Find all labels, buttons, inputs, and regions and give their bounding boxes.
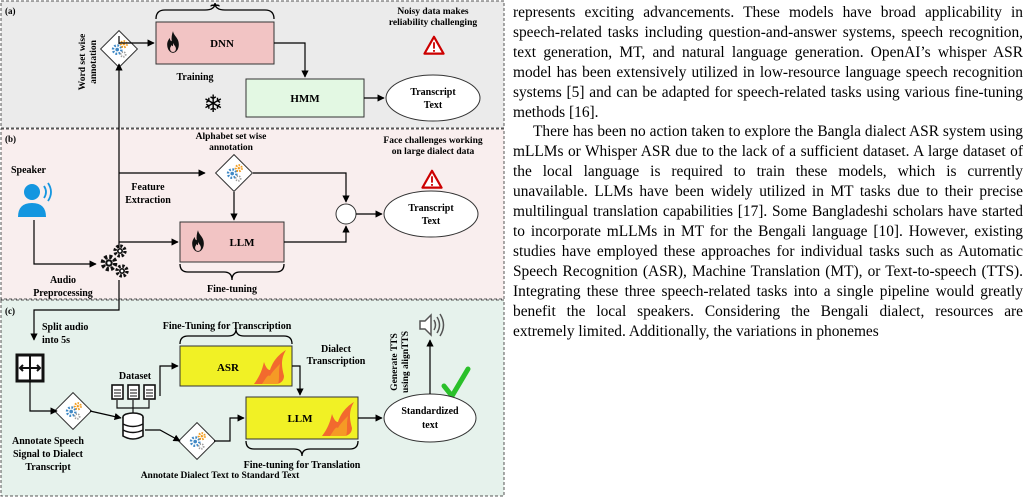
- annotate-dialect-diamond: [177, 421, 217, 461]
- transcript-b-ellipse: [383, 190, 479, 238]
- standardized-line-2: text: [422, 420, 439, 431]
- standardized-ellipse: [383, 393, 477, 443]
- warning-a-line-1: Noisy data makes: [397, 7, 469, 17]
- annotate-dialect-label: Annotate Dialect Text to Standard Text: [141, 471, 300, 481]
- ft-translation-label: Fine-tuning for Translation: [244, 460, 361, 471]
- dialect-line-2: Transcription: [307, 356, 366, 367]
- annotate-speech-line-2: Signal to Dialect: [13, 449, 84, 460]
- transcript-a-ellipse: [385, 74, 481, 122]
- tts-line-2: using alignTTS: [401, 331, 411, 393]
- arrow-alphabet-to-merge: [253, 172, 350, 203]
- alphabet-diamond: [214, 153, 254, 193]
- audio-line-1: Audio: [50, 275, 76, 286]
- brace-asr: [179, 328, 293, 345]
- alphabet-line-1: Alphabet set wise: [196, 132, 267, 142]
- dnn-label: DNN: [210, 38, 234, 50]
- arrow-speaker-to-audio: [33, 220, 97, 268]
- annotate-speech-line-1: Annotate Speech: [12, 436, 84, 447]
- dialect-line-1: Dialect: [321, 344, 352, 355]
- arrow-db-to-annot-dialect: [145, 429, 181, 442]
- dataset-label: Dataset: [119, 371, 152, 382]
- llm-b-label: LLM: [229, 237, 255, 249]
- merge-node: [335, 203, 357, 225]
- tts-line-1: Generate TTS: [390, 333, 400, 391]
- arrow-asr-to-llm: [292, 365, 304, 396]
- llm-c-label: LLM: [287, 413, 313, 425]
- annotation-a-line-2: annotation: [89, 39, 99, 84]
- warning-b-line-2: on large dialect data: [392, 147, 475, 157]
- arrow-dnn-to-hmm: [274, 42, 309, 78]
- split-line-1: Split audio: [42, 322, 88, 333]
- alphabet-line-2: annotation: [209, 143, 254, 153]
- llm-b-box: [179, 221, 285, 263]
- snowflake-icon: ❄: [203, 90, 223, 118]
- audio-line-2: Preprocessing: [33, 288, 93, 299]
- panel-b-tag: (b): [5, 134, 16, 144]
- transcript-a-line-2: Text: [424, 100, 443, 111]
- body-text-column: represents exciting advancements. These …: [513, 3, 1023, 341]
- arrow-split-to-annotate: [29, 381, 58, 415]
- arrow-db-to-asr: [159, 362, 179, 396]
- annotation-a-diamond: [99, 29, 139, 69]
- split-icon: [15, 353, 45, 383]
- brace-dnn: [155, 2, 275, 20]
- finetuning-label: Fine-tuning: [207, 284, 257, 295]
- paragraph-2: There has been no action taken to explor…: [513, 123, 1023, 340]
- training-label: Training: [176, 72, 213, 83]
- arrow-annotate-to-db: [89, 410, 122, 421]
- annotation-a-line-1: Word set wise: [78, 34, 88, 90]
- speaker-volume-icon: [419, 313, 445, 337]
- arrow-annot-dialect-to-llm: [214, 414, 245, 442]
- feature-line-2: Extraction: [125, 195, 171, 206]
- speaker-icon: [18, 182, 52, 217]
- arrow-audio-to-split: [30, 280, 120, 341]
- brace-a: ⏞: [210, 3, 220, 22]
- transcript-b-line-2: Text: [422, 216, 441, 227]
- asr-label: ASR: [217, 362, 240, 374]
- arrow-annot-to-dnn: [118, 36, 154, 44]
- pipeline-figure: (a) Noisy data makes reliability challen…: [0, 0, 505, 500]
- hmm-label: HMM: [290, 93, 320, 105]
- transcript-b-line-1: Transcript: [408, 203, 454, 214]
- annotate-speech-line-3: Transcript: [25, 462, 71, 473]
- warning-b-line-1: Face challenges working: [383, 136, 482, 146]
- document-icon: [111, 384, 156, 413]
- feature-line-1: Feature: [131, 182, 165, 193]
- panel-a-tag: (a): [5, 6, 16, 16]
- ft-transcription-label: Fine-Tuning for Transcription: [163, 321, 292, 332]
- standardized-line-1: Standardized: [401, 406, 459, 417]
- panel-c-tag: (c): [5, 306, 15, 316]
- split-line-2: into 5s: [42, 335, 70, 346]
- database-icon: [122, 412, 144, 440]
- checkmark-icon: [441, 366, 471, 399]
- arrow-llm-to-merge: [284, 225, 350, 243]
- warning-a-line-2: reliability challenging: [389, 18, 477, 28]
- annotate-speech-diamond: [53, 391, 93, 431]
- speaker-label: Speaker: [11, 165, 47, 176]
- transcript-a-line-1: Transcript: [410, 87, 456, 98]
- paragraph-1: represents exciting advancements. These …: [513, 4, 1023, 121]
- brace-llm-b: [179, 263, 285, 281]
- brace-llm-c: [245, 440, 359, 457]
